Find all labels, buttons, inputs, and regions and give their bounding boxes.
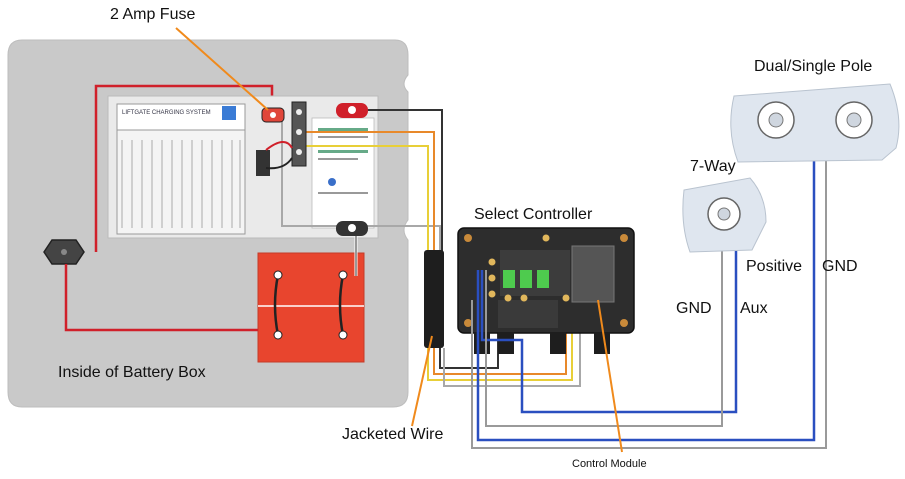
label-jacketed-wire: Jacketed Wire bbox=[342, 426, 444, 443]
dual-single-pole-plug bbox=[730, 83, 900, 163]
fuse-icon bbox=[261, 107, 285, 123]
label-dual-single-pole: Dual/Single Pole bbox=[754, 58, 873, 75]
label-gnd-right: GND bbox=[822, 258, 858, 275]
jacketed-wire bbox=[424, 250, 444, 348]
bolt-icon bbox=[336, 103, 368, 236]
label-control-module: Control Module bbox=[572, 458, 647, 470]
callout-fuse bbox=[175, 27, 269, 111]
label-positive: Positive bbox=[746, 258, 803, 275]
label-select-controller: Select Controller bbox=[474, 206, 593, 223]
label-gnd-left: GND bbox=[676, 300, 712, 317]
seven-way-plug bbox=[682, 177, 767, 253]
blue-wire-pole bbox=[476, 150, 816, 442]
charger-heatsink: LIFTGATE CHARGING SYSTEM bbox=[116, 103, 246, 235]
battery-icon bbox=[257, 252, 365, 363]
white-wire-7way bbox=[485, 244, 723, 427]
label-fuse: 2 Amp Fuse bbox=[110, 6, 196, 23]
charger-plate-title: LIFTGATE CHARGING SYSTEM bbox=[122, 110, 211, 116]
blue-wire-7way bbox=[480, 244, 738, 414]
orange-wire bbox=[306, 131, 435, 252]
label-aux: Aux bbox=[740, 300, 768, 317]
terminal-block bbox=[291, 101, 307, 167]
callout-module bbox=[597, 299, 623, 453]
red-wire-lower bbox=[64, 264, 258, 332]
label-battery-box: Inside of Battery Box bbox=[58, 364, 206, 381]
callout-jacket bbox=[411, 335, 433, 427]
charger-label bbox=[311, 117, 375, 229]
black-wire bbox=[352, 109, 443, 252]
plug-icon bbox=[256, 141, 293, 176]
yellow-wire bbox=[292, 145, 429, 252]
white-wire-pole bbox=[471, 150, 827, 449]
label-seven-way: 7-Way bbox=[690, 158, 736, 175]
controller-icon bbox=[457, 227, 635, 354]
